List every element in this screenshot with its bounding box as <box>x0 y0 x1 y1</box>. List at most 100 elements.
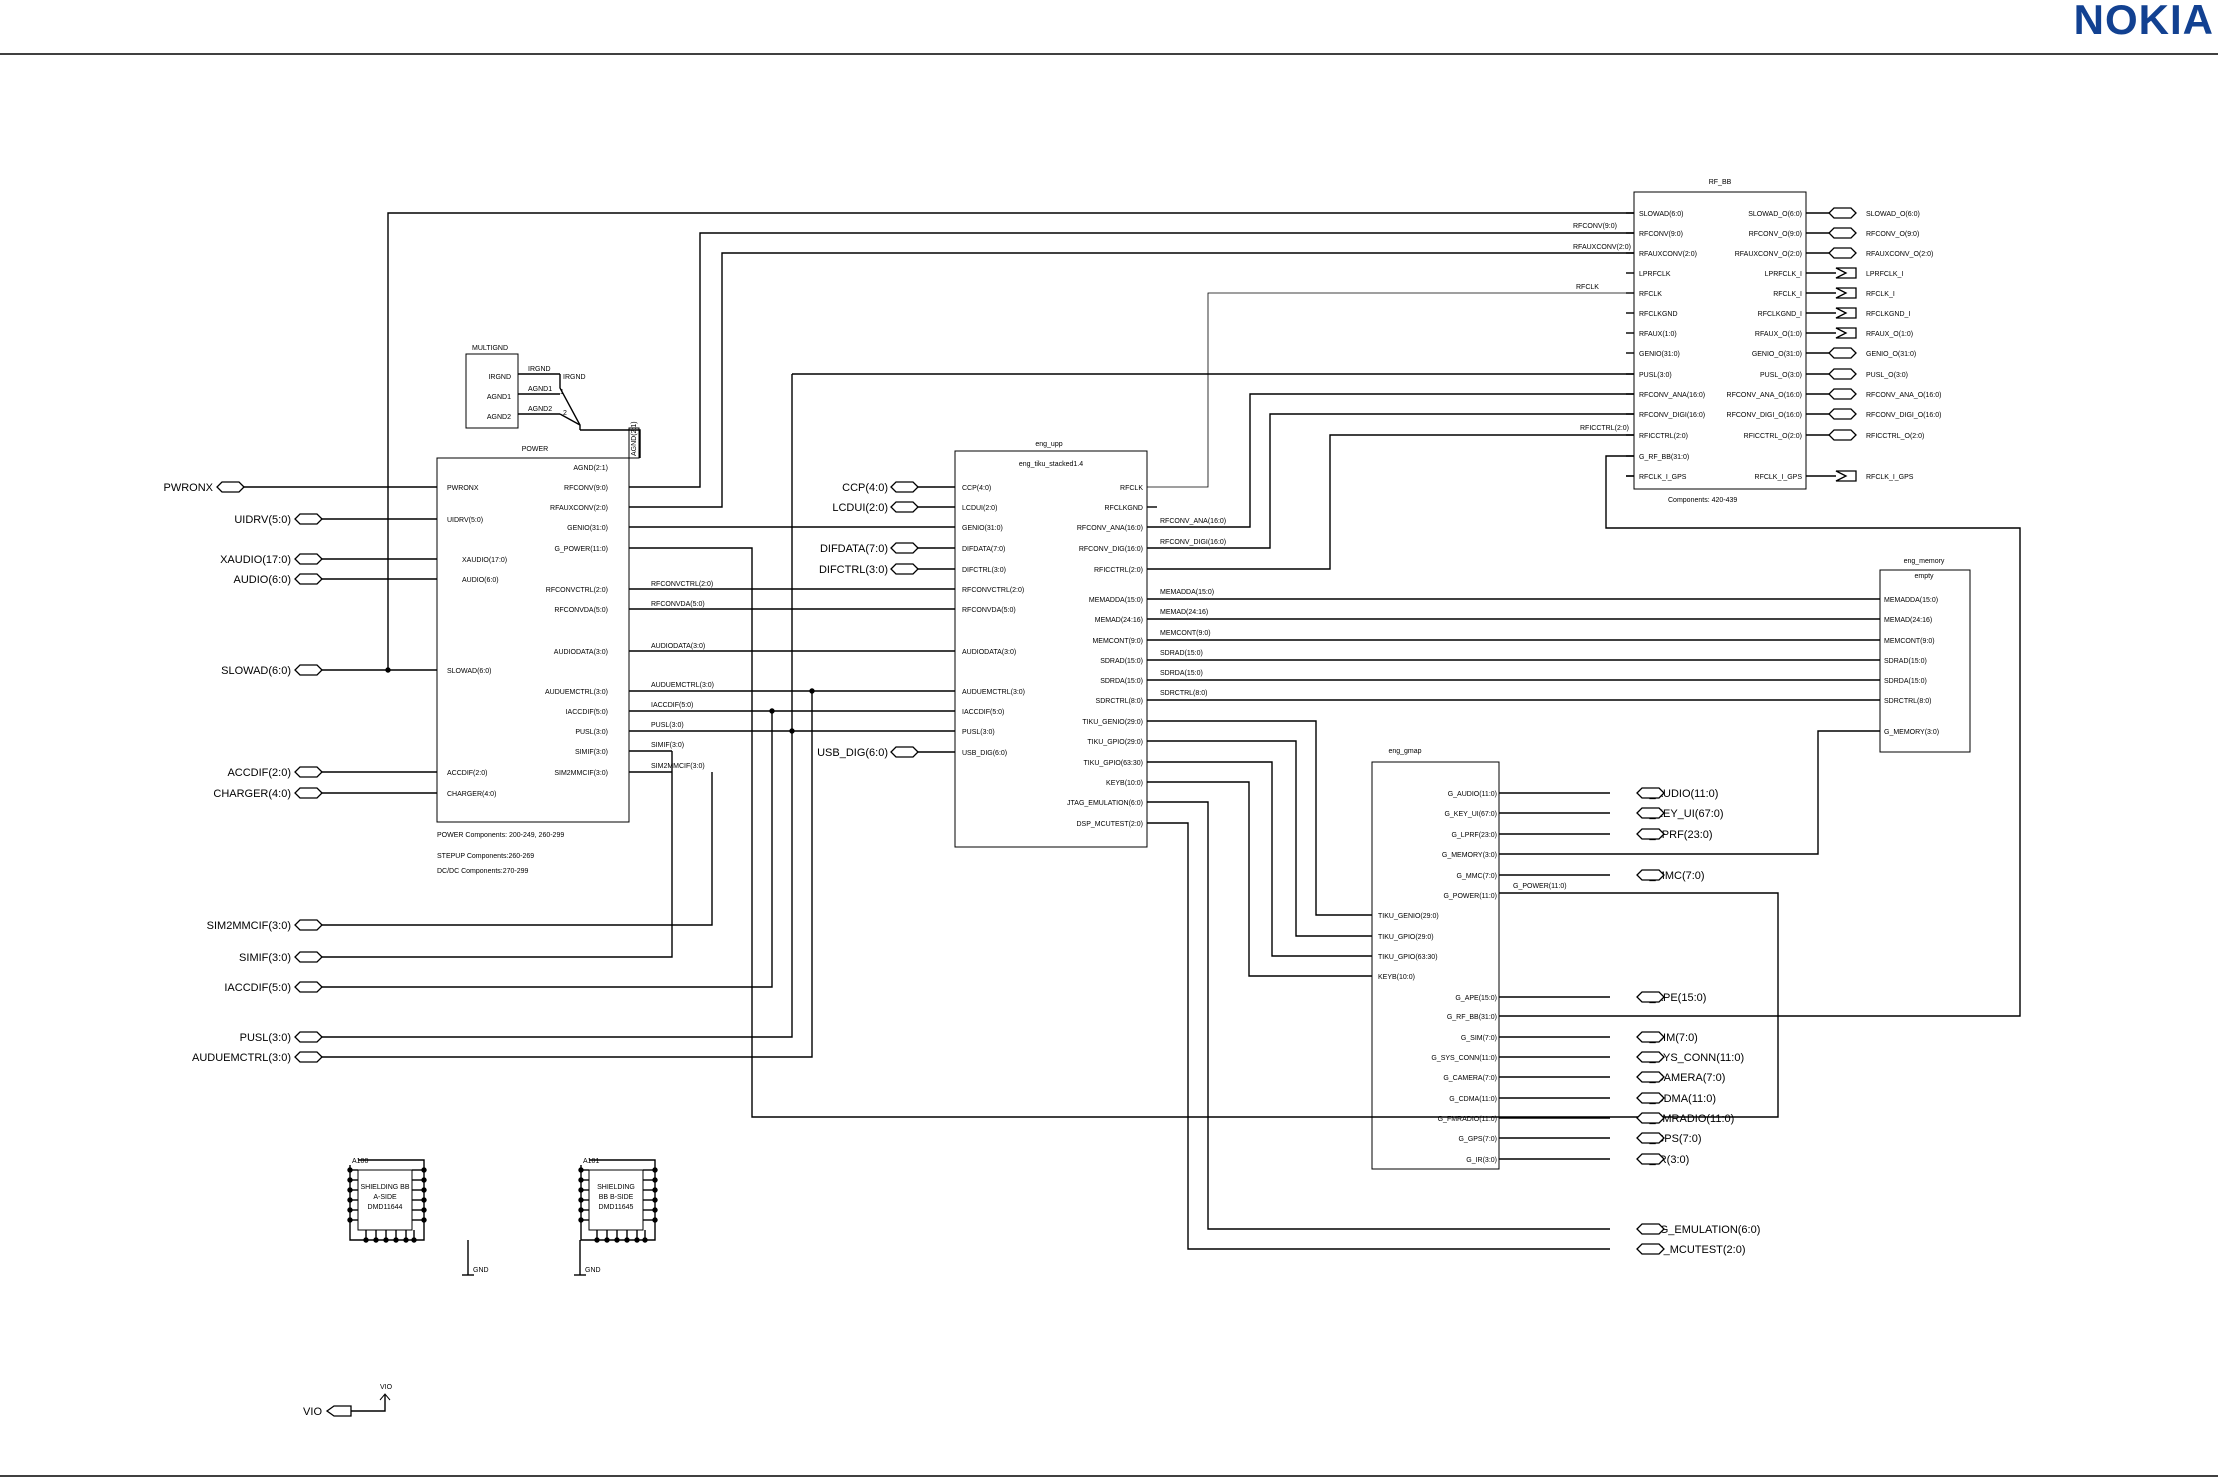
vio-net: VIO <box>380 1384 393 1391</box>
shield-a101-text: BB B-SIDE <box>599 1194 634 1201</box>
power-block <box>436 457 630 823</box>
bottom-port-dsp-mcutest-2-0: DSP_MCUTEST(2:0) <box>1641 1244 1746 1256</box>
upp-pin-sdrad-15-0: SDRAD(15:0) <box>1100 658 1143 665</box>
junction-dot <box>578 1177 584 1183</box>
junction-dot <box>373 1237 379 1243</box>
upp-pin-rfclk: RFCLK <box>1120 485 1143 492</box>
upp-pin-pusl-3-0: PUSL(3:0) <box>962 729 995 736</box>
wire <box>1147 740 1372 937</box>
junction-dot <box>347 1207 353 1213</box>
gmap-pin-g-mmc-7-0: G_MMC(7:0) <box>1457 873 1497 880</box>
wire <box>1147 822 1610 1250</box>
rf-bb-out-slowad-o-6-0: SLOWAD_O(6:0) <box>1866 211 1920 218</box>
center-port-usb-dig-6-0: USB_DIG(6:0) <box>817 747 888 759</box>
gmap-port-connector <box>1636 991 1665 1003</box>
left-port-slowad-6-0: SLOWAD(6:0) <box>221 665 291 677</box>
rf-bb-pin-pusl-3-0: PUSL(3:0) <box>1639 372 1672 379</box>
memory-pin-memadda-15-0: MEMADDA(15:0) <box>1884 597 1938 604</box>
rf-bb-output-connector <box>1828 368 1857 380</box>
left-port-connector <box>294 919 323 931</box>
vio-label: VIO <box>303 1406 322 1418</box>
wire <box>1147 393 1634 528</box>
rf-bb-output-connector <box>1828 227 1857 239</box>
junction-dot <box>421 1167 427 1173</box>
gmap-pin-g-audio-11-0: G_AUDIO(11:0) <box>1448 791 1497 798</box>
rf-bb-input-connector <box>1835 327 1857 339</box>
shield-a100-text: DMD11644 <box>368 1204 403 1211</box>
upp-pin-memad-24-16: MEMAD(24:16) <box>1095 617 1143 624</box>
wire <box>1499 455 2021 1017</box>
gmap-pin-g-lprf-23-0: G_LPRF(23:0) <box>1451 832 1497 839</box>
rf-bb-out-rfconv-digi-o-16-0: RFCONV_DIGI_O(16:0) <box>1866 412 1941 419</box>
net-g-power: G_POWER(11:0) <box>1513 883 1567 890</box>
center-port-difdata-7-0: DIFDATA(7:0) <box>820 543 888 555</box>
wire <box>1147 801 1610 1230</box>
left-port-accdif-2-0: ACCDIF(2:0) <box>227 767 291 779</box>
rf-bb-input-connector <box>1835 287 1857 299</box>
rf-bb-out-rfauxconv-o-2-0: RFAUXCONV_O(2:0) <box>1866 251 1933 258</box>
rf-bb-pin-rfclk: RFCLK <box>1639 291 1662 298</box>
rf-bb-pin-g-rf-bb-31-0: G_RF_BB(31:0) <box>1639 454 1689 461</box>
gmap-port-connector <box>1636 869 1665 881</box>
junction-dot <box>385 667 391 673</box>
rf-bb-output-connector <box>1828 347 1857 359</box>
junction-dot <box>614 1237 620 1243</box>
left-port-auduemctrl-3-0: AUDUEMCTRL(3:0) <box>192 1052 291 1064</box>
junction-dot <box>578 1187 584 1193</box>
junction-dot <box>421 1197 427 1203</box>
memory-pin-memad-24-16: MEMAD(24:16) <box>1884 617 1932 624</box>
rf-bb-pin-rfauxconv-o-2-0: RFAUXCONV_O(2:0) <box>1735 251 1802 258</box>
junction-dot <box>652 1167 658 1173</box>
eng-upp-block <box>954 450 1148 848</box>
junction-dot <box>421 1187 427 1193</box>
upp-pin-tiku-genio-29-0: TIKU_GENIO(29:0) <box>1082 719 1143 726</box>
gmap-pin-g-rf-bb-31-0: G_RF_BB(31:0) <box>1447 1014 1497 1021</box>
gmap-pin-g-camera-7-0: G_CAMERA(7:0) <box>1443 1075 1497 1082</box>
power-note: DC/DC Components:270-299 <box>437 868 529 875</box>
rf-bb-pin-rfclk-i: RFCLK_I <box>1773 291 1802 298</box>
power-pin-uidrv-5-0: UIDRV(5:0) <box>447 517 483 524</box>
eng-upp-title: eng_upp <box>1035 441 1062 448</box>
wire <box>1147 781 1372 977</box>
gmap-port-connector <box>1636 807 1665 819</box>
rf-bb-out-rficctrl-o-2-0: RFICCTRL_O(2:0) <box>1866 433 1924 440</box>
upp-pin-rfconvda-5-0: RFCONVDA(5:0) <box>962 607 1016 614</box>
rf-bb-pin-slowad-6-0: SLOWAD(6:0) <box>1639 211 1683 218</box>
rf-bb-pin-genio-o-31-0: GENIO_O(31:0) <box>1752 351 1802 358</box>
labels: RF_BBSLOWAD(6:0)RFCONV(9:0)RFAUXCONV(2:0… <box>164 179 1945 1418</box>
power-pin-agnd-2-1: AGND(2:1) <box>573 465 608 472</box>
upp-pin-ccp-4-0: CCP(4:0) <box>962 485 991 492</box>
nokia-logo: NOKIA <box>2073 0 2214 43</box>
upp-pin-usb-dig-6-0: USB_DIG(6:0) <box>962 750 1007 757</box>
rf-bb-pin-rfconv-digi-o-16-0: RFCONV_DIGI_O(16:0) <box>1727 412 1802 419</box>
left-port-connector <box>294 1031 323 1043</box>
upp-pin-difctrl-3-0: DIFCTRL(3:0) <box>962 567 1006 574</box>
power-pin-sim2mmcif-3-0: SIM2MMCIF(3:0) <box>554 770 608 777</box>
rf-bb-pin-genio-31-0: GENIO(31:0) <box>1639 351 1680 358</box>
center-port-connector <box>890 501 919 513</box>
power-pin-rfauxconv-2-0: RFAUXCONV(2:0) <box>550 505 608 512</box>
net-memad-24-16: MEMAD(24:16) <box>1160 609 1208 616</box>
upp-pin-lcdui-2-0: LCDUI(2:0) <box>962 505 997 512</box>
junction-dot <box>347 1187 353 1193</box>
left-port-connector <box>294 766 323 778</box>
rf-bb-pin-rfclk-i-gps: RFCLK_I_GPS <box>1755 474 1803 481</box>
memory-pin-sdrda-15-0: SDRDA(15:0) <box>1884 678 1927 685</box>
power-pin-slowad-6-0: SLOWAD(6:0) <box>447 668 491 675</box>
left-port-iaccdif-5-0: IACCDIF(5:0) <box>224 982 291 994</box>
rf-bb-out-rfconv-o-9-0: RFCONV_O(9:0) <box>1866 231 1919 238</box>
rf-bb-pin-rfauxconv-2-0: RFAUXCONV(2:0) <box>1639 251 1697 258</box>
multignd-net-agnd2: AGND2 <box>528 406 552 413</box>
left-port-pusl-3-0: PUSL(3:0) <box>240 1032 291 1044</box>
bottom-port-connector <box>1636 1243 1665 1255</box>
junction-dot <box>383 1237 389 1243</box>
rf-bb-input-connector <box>1835 307 1857 319</box>
net-simif-3-0: SIMIF(3:0) <box>651 742 684 749</box>
gmap-port-connector <box>1636 828 1665 840</box>
left-port-connector <box>294 513 323 525</box>
left-port-connector <box>294 981 323 993</box>
rf-bb-pin-rfclkgnd: RFCLKGND <box>1639 311 1678 318</box>
net-rfconvda-5-0: RFCONVDA(5:0) <box>651 601 705 608</box>
net-rficctrl: RFICCTRL(2:0) <box>1580 425 1629 432</box>
gmap-port-connector <box>1636 787 1665 799</box>
